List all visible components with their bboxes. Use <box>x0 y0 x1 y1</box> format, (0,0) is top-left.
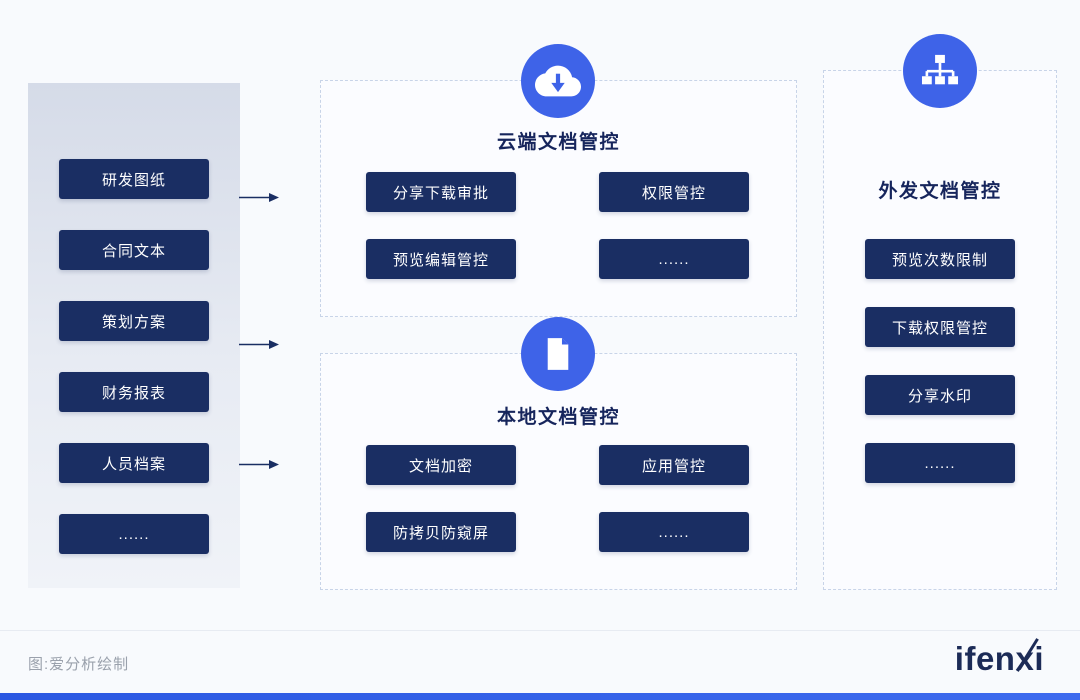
local-control-item: 应用管控 <box>599 445 749 485</box>
arrow-icon <box>239 340 279 349</box>
document-type-item: 人员档案 <box>59 443 209 483</box>
cloud-download-icon <box>521 44 595 118</box>
section-title: 云端文档管控 <box>496 132 620 153</box>
arrow-icon <box>239 460 279 469</box>
document-icon <box>521 317 595 391</box>
arrow-icon <box>239 193 279 202</box>
section-title: 外发文档管控 <box>878 181 1002 202</box>
document-types-panel: 研发图纸 合同文本 策划方案 财务报表 人员档案 ...... <box>28 83 240 588</box>
bottom-accent-bar <box>0 693 1080 700</box>
cloud-control-item: ...... <box>599 239 749 279</box>
ifenxi-logo: ifenxi <box>954 638 1044 678</box>
local-doc-control-section: 本地文档管控 文档加密 应用管控 防拷贝防窥屏 ...... <box>320 317 797 590</box>
org-chart-icon <box>903 34 977 108</box>
cloud-doc-control-section: 云端文档管控 分享下载审批 权限管控 预览编辑管控 ...... <box>320 44 797 317</box>
document-type-item: 研发图纸 <box>59 159 209 199</box>
external-control-item: 分享水印 <box>865 375 1015 415</box>
document-type-item: 合同文本 <box>59 230 209 270</box>
cloud-control-item: 分享下载审批 <box>366 172 516 212</box>
local-control-item: ...... <box>599 512 749 552</box>
external-control-item: 预览次数限制 <box>865 239 1015 279</box>
document-type-item: ...... <box>59 514 209 554</box>
local-control-item: 防拷贝防窥屏 <box>366 512 516 552</box>
external-control-item: ...... <box>865 443 1015 483</box>
document-type-item: 策划方案 <box>59 301 209 341</box>
external-doc-control-section: 外发文档管控 预览次数限制 下载权限管控 分享水印 ...... <box>823 34 1057 590</box>
section-title: 本地文档管控 <box>496 407 620 428</box>
local-control-item: 文档加密 <box>366 445 516 485</box>
logo-text: ifenxi <box>954 640 1044 677</box>
cloud-control-item: 权限管控 <box>599 172 749 212</box>
figure-caption: 图:爱分析绘制 <box>28 656 130 673</box>
external-control-item: 下载权限管控 <box>865 307 1015 347</box>
document-type-item: 财务报表 <box>59 372 209 412</box>
footer-divider <box>0 630 1080 631</box>
cloud-control-item: 预览编辑管控 <box>366 239 516 279</box>
